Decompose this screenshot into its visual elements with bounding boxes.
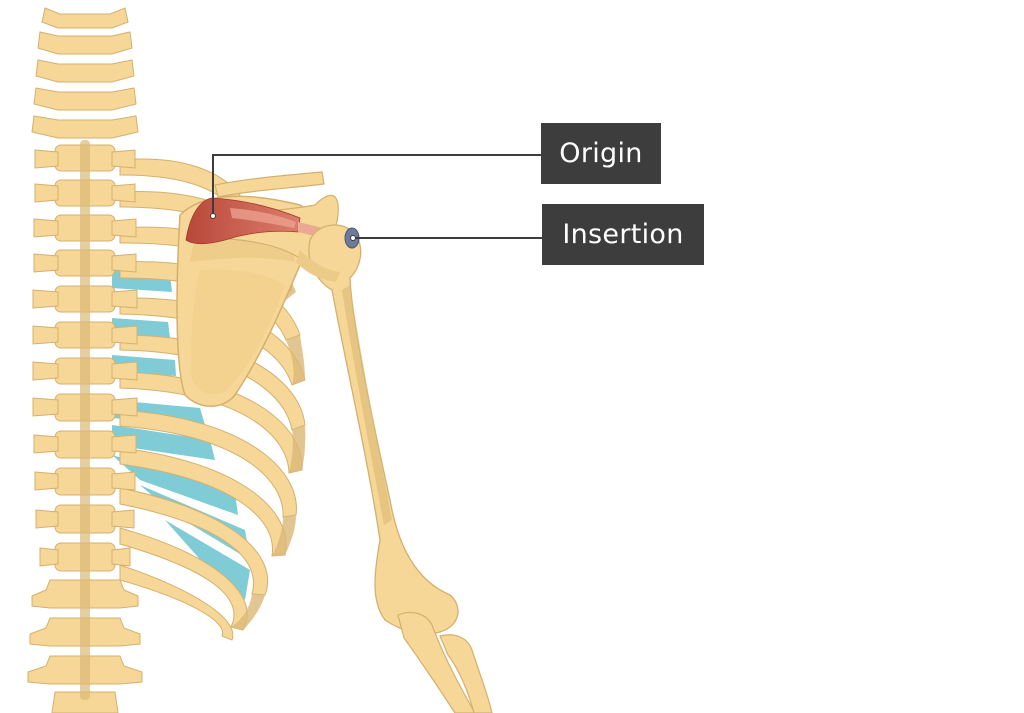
insertion-label-text: Insertion [562,219,684,250]
spinous-processes [80,140,90,700]
insertion-marker [344,227,360,249]
origin-marker [210,213,216,219]
origin-label: Origin [541,123,661,184]
origin-label-text: Origin [559,138,643,169]
humerus [296,224,459,635]
clavicle [214,171,325,198]
scapula [176,194,339,407]
insertion-label: Insertion [542,204,704,265]
forearm-bones [397,611,493,713]
origin-leader-line [212,154,541,214]
leader-lines [212,154,542,239]
